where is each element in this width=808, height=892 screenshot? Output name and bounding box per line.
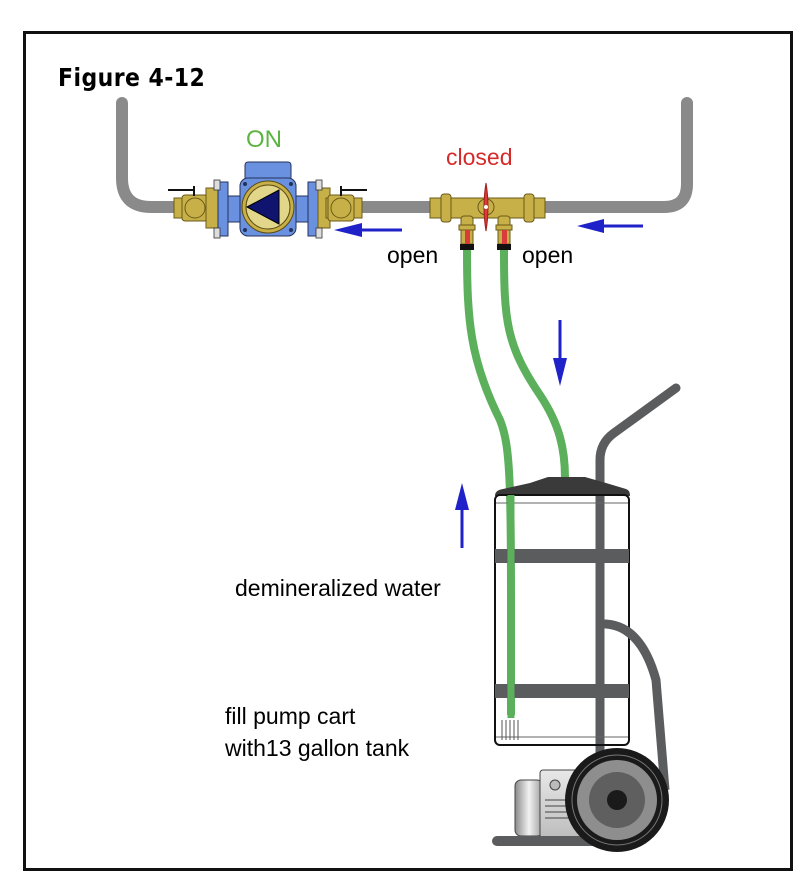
purge-valve-assembly bbox=[429, 182, 546, 250]
cart-frame-curve bbox=[599, 619, 670, 791]
hose-supply bbox=[500, 249, 569, 479]
right-drain-valve bbox=[495, 215, 513, 250]
pipe-left-riser bbox=[116, 97, 196, 213]
circulator-pump bbox=[205, 161, 331, 239]
cart-description-line2: with13 gallon tank bbox=[225, 735, 410, 761]
right-ball-valve bbox=[325, 186, 367, 222]
pipe-left-arrow bbox=[334, 223, 402, 237]
hose-down-arrow bbox=[553, 320, 567, 386]
figure-frame bbox=[23, 31, 793, 871]
cart-description: fill pump cart with13 gallon tank bbox=[225, 700, 409, 764]
pipe-right-riser bbox=[534, 97, 693, 213]
cart-handle bbox=[595, 383, 681, 845]
pump-state-label: ON bbox=[246, 126, 282, 153]
main-valve-state-label: closed bbox=[446, 144, 513, 170]
cart-description-line1: fill pump cart bbox=[225, 703, 356, 729]
left-ball-valve bbox=[168, 186, 211, 222]
cart-wheel bbox=[565, 748, 669, 852]
left-drain-valve-label: open bbox=[387, 242, 439, 268]
hose-up-arrow bbox=[455, 483, 469, 548]
left-drain-valve bbox=[458, 215, 476, 250]
tank-contents-label: demineralized water bbox=[235, 575, 441, 601]
water-tank bbox=[494, 477, 630, 746]
pipe-right-arrow bbox=[577, 219, 643, 233]
right-drain-valve-label: open bbox=[522, 242, 574, 268]
figure-title: Figure 4-12 bbox=[58, 63, 206, 92]
